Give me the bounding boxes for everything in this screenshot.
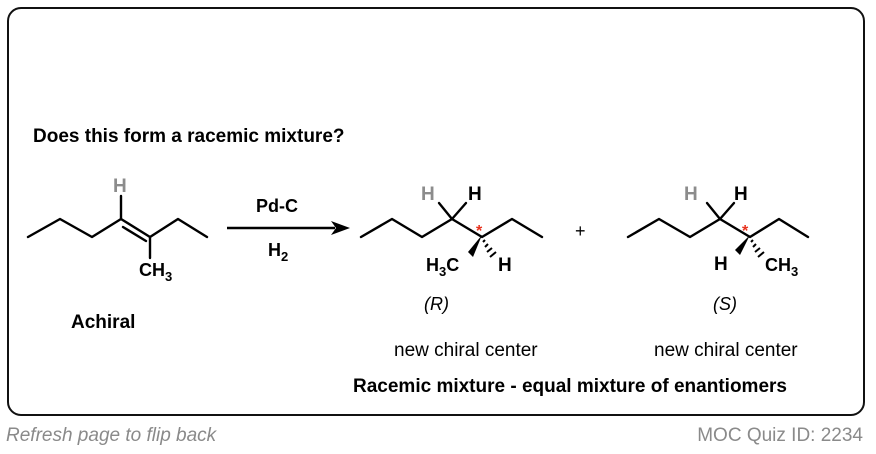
reactant-bonds xyxy=(26,217,209,239)
product-s-methyl-label: CH3 xyxy=(765,255,798,279)
reactant-structure xyxy=(26,194,209,260)
product-r-h-dash: H xyxy=(498,255,512,276)
product-r-methyl-label: H3C xyxy=(426,255,459,279)
quiz-id: MOC Quiz ID: 2234 xyxy=(697,425,863,446)
product-r-stereo-mark: * xyxy=(476,223,483,240)
product-s-hash xyxy=(750,239,765,258)
product-r-wedge xyxy=(468,235,482,257)
reaction-arrow xyxy=(227,221,350,235)
hydrogen-label: H2 xyxy=(268,240,288,264)
product-r-h-black: H xyxy=(468,184,482,205)
quiz-card xyxy=(7,7,865,416)
question-text: Does this form a racemic mixture? xyxy=(33,126,345,147)
new-chiral-center-s: new chiral center xyxy=(654,340,798,361)
reactant-double-bond xyxy=(121,225,148,243)
product-s-h-wedge: H xyxy=(714,254,728,275)
product-r-h-gray: H xyxy=(421,184,435,205)
product-s-bonds xyxy=(626,217,810,239)
product-s-wedge xyxy=(735,235,750,255)
reactant-h-label: H xyxy=(113,176,127,197)
reactant-methyl-label: CH3 xyxy=(139,260,172,284)
achiral-label: Achiral xyxy=(71,312,136,333)
configuration-s-label: (S) xyxy=(713,294,737,314)
product-s-structure xyxy=(626,201,810,239)
product-r-hash xyxy=(482,239,497,258)
catalyst-label: Pd-C xyxy=(256,196,298,216)
product-s-h-gray: H xyxy=(684,184,698,205)
new-chiral-center-r: new chiral center xyxy=(394,340,538,361)
product-r-structure xyxy=(359,201,544,239)
product-r-bonds xyxy=(359,217,544,239)
flip-back-link[interactable]: Refresh page to flip back xyxy=(6,425,217,446)
racemic-conclusion: Racemic mixture - equal mixture of enant… xyxy=(353,376,787,397)
product-s-stereo-mark: * xyxy=(742,223,749,240)
configuration-r-label: (R) xyxy=(424,294,449,314)
plus-sign: + xyxy=(575,221,586,241)
product-s-h-black: H xyxy=(734,184,748,205)
